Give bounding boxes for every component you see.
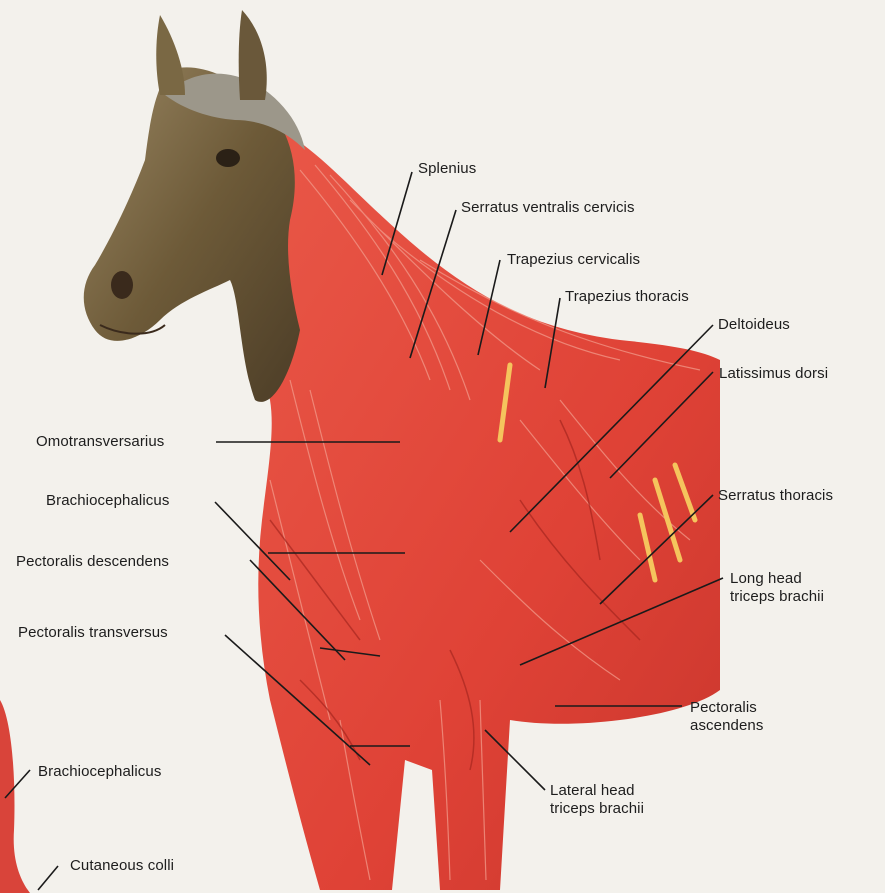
horse-eye — [216, 149, 240, 167]
label-brachiocephalicus-lower: Brachiocephalicus — [38, 763, 161, 781]
label-long-head-triceps-brachii: Long head triceps brachii — [730, 570, 824, 606]
label-serratus-ventralis-cervicis: Serratus ventralis cervicis — [461, 199, 635, 217]
label-omotransversarius: Omotransversarius — [36, 433, 164, 451]
label-trapezius-thoracis: Trapezius thoracis — [565, 288, 689, 306]
label-line-1: Lateral head — [550, 782, 644, 800]
horse-nostril — [111, 271, 133, 299]
label-line-2: triceps brachii — [730, 588, 824, 606]
label-trapezius-cervicalis: Trapezius cervicalis — [507, 251, 640, 269]
label-latissimus-dorsi: Latissimus dorsi — [719, 365, 828, 383]
label-line-1: Pectoralis — [690, 699, 763, 717]
label-splenius: Splenius — [418, 160, 476, 178]
label-lateral-head-triceps-brachii: Lateral head triceps brachii — [550, 782, 644, 818]
label-pectoralis-ascendens: Pectoralis ascendens — [690, 699, 763, 735]
label-line-2: ascendens — [690, 717, 763, 735]
label-brachiocephalicus: Brachiocephalicus — [46, 492, 169, 510]
horse-ear-left — [156, 15, 185, 95]
horse-body-muscles — [248, 130, 720, 890]
label-cutaneous-colli: Cutaneous colli — [70, 857, 174, 875]
horse-ear-right — [239, 10, 267, 100]
label-line-2: triceps brachii — [550, 800, 644, 818]
partial-limb-fragment — [0, 700, 30, 893]
label-deltoideus: Deltoideus — [718, 316, 790, 334]
label-line-1: Long head — [730, 570, 824, 588]
leader-cutaneous-colli — [38, 866, 58, 890]
label-pectoralis-descendens: Pectoralis descendens — [16, 553, 169, 571]
label-pectoralis-transversus: Pectoralis transversus — [18, 624, 168, 642]
label-serratus-thoracis: Serratus thoracis — [718, 487, 833, 505]
